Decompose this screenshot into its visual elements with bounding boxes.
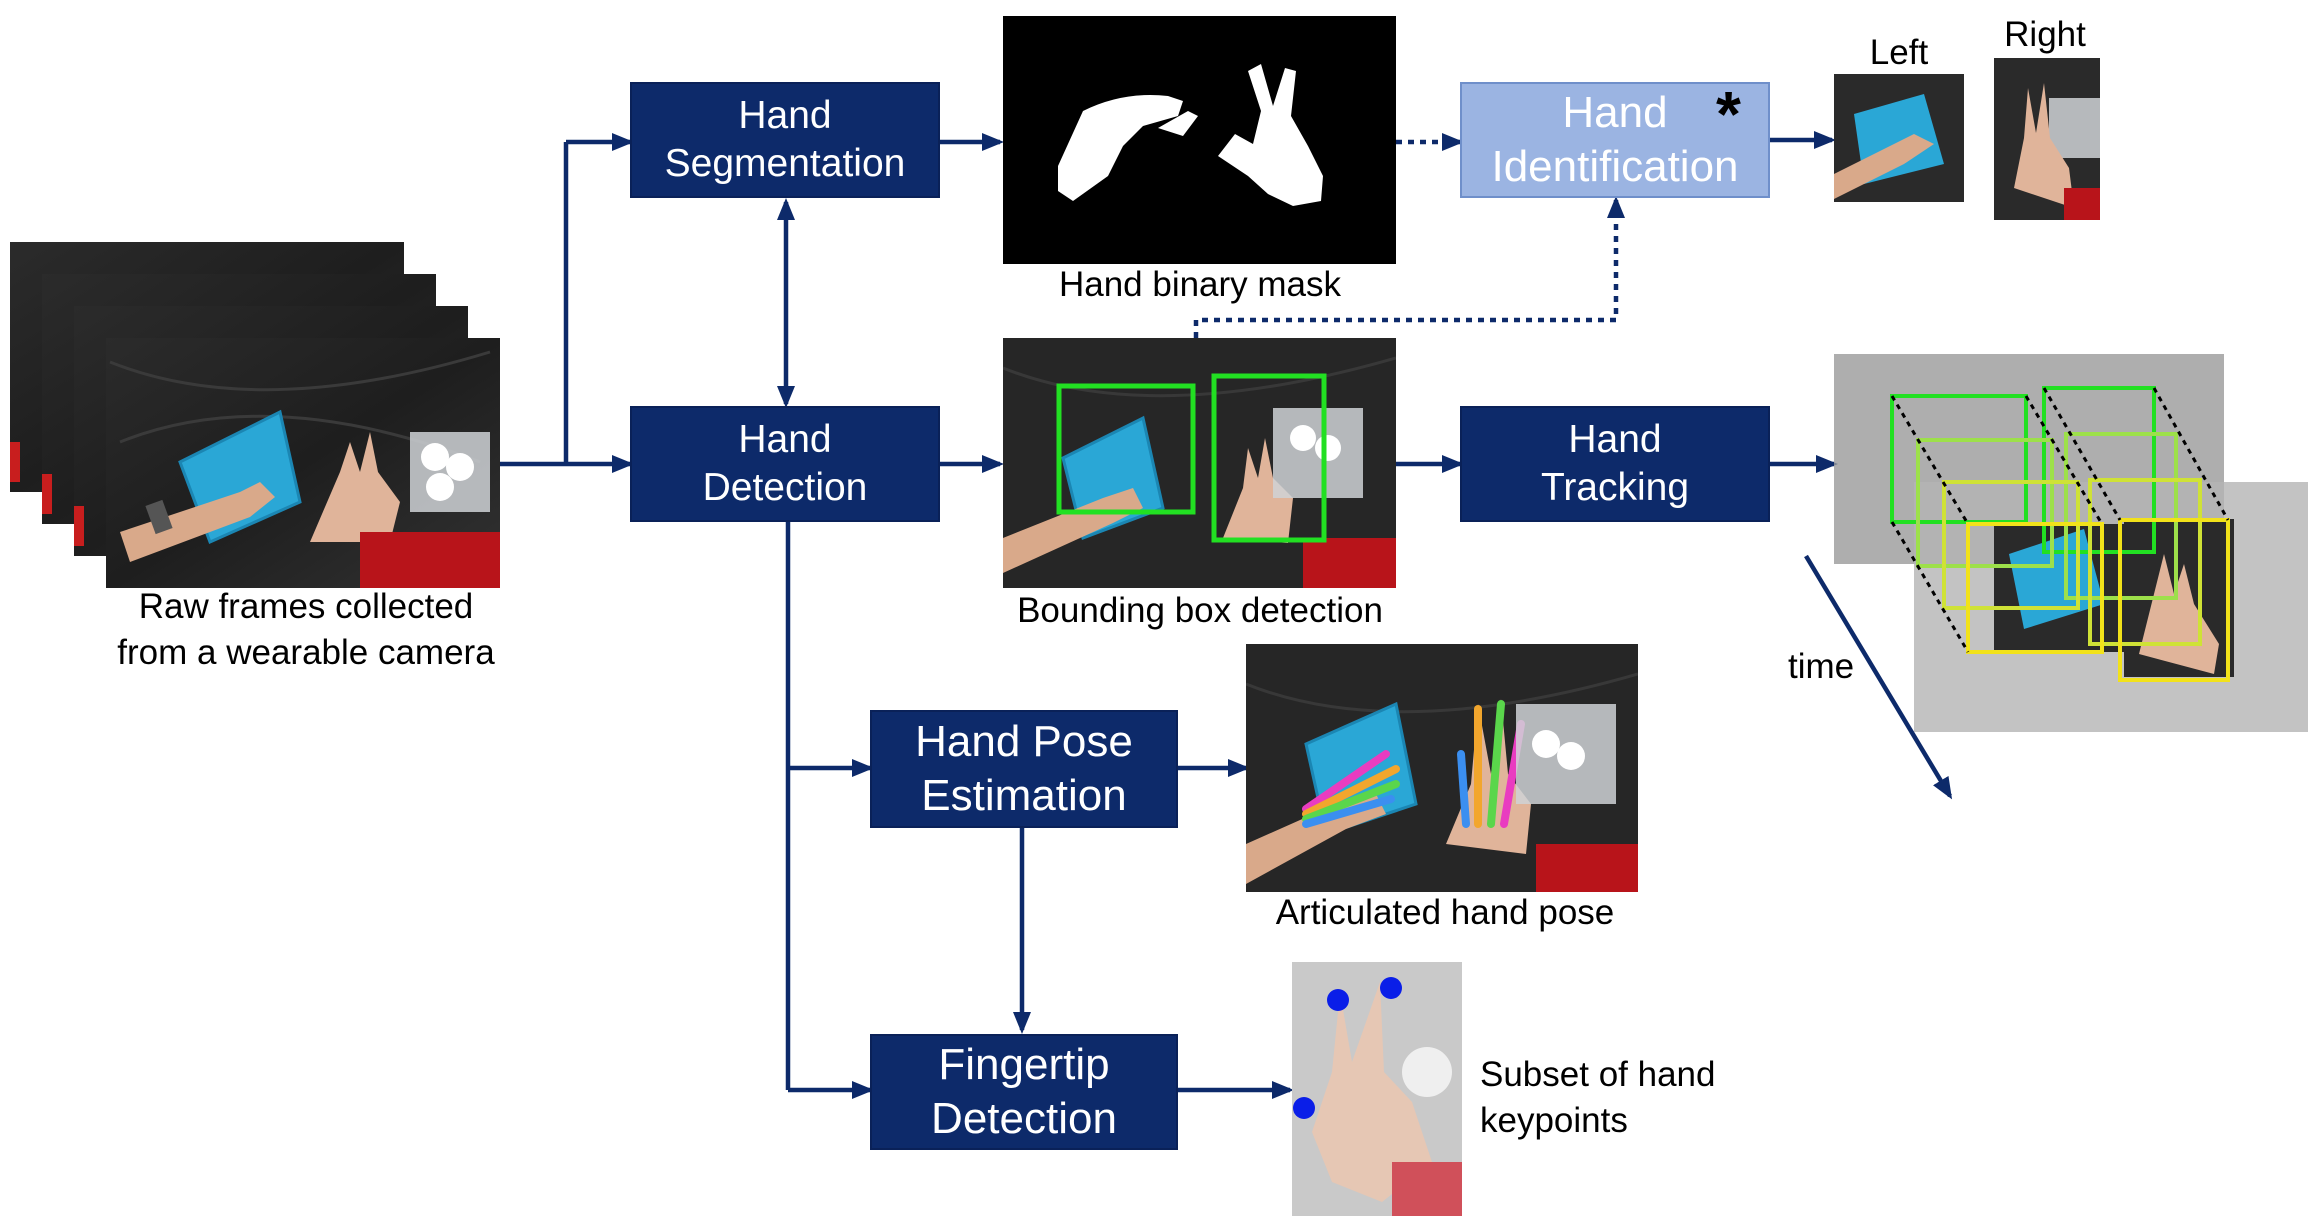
hand-pose-line-2: Estimation: [921, 771, 1127, 820]
tracking-volume-image: [1834, 354, 2308, 732]
caption-raw-frames-line-1: Raw frames collected: [138, 587, 474, 626]
hand-thumbnail-right: [1994, 58, 2100, 220]
asterisk-mark: *: [1716, 78, 1741, 150]
hand-tracking-box: Hand Tracking: [1460, 406, 1770, 522]
bbox-detection-image: [1003, 338, 1396, 588]
fingertip-detection-box: Fingertip Detection: [870, 1034, 1178, 1150]
frame-front: [106, 338, 500, 588]
hand-detection-line-1: Hand: [738, 418, 832, 462]
hand-pose-estimation-box: Hand Pose Estimation: [870, 710, 1178, 828]
caption-raw-frames-line-2: from a wearable camera: [117, 632, 495, 672]
hand-tracking-line-2: Tracking: [1540, 466, 1690, 509]
hand-thumbnail-left: [1834, 74, 1964, 202]
caption-bbox-detection: Bounding box detection: [1017, 591, 1383, 630]
hand-segmentation-box: Hand Segmentation: [630, 82, 940, 198]
hand-segmentation-line-1: Hand: [738, 94, 832, 138]
fingertip-line-1: Fingertip: [938, 1040, 1110, 1090]
binary-mask-image: [1003, 16, 1396, 264]
caption-keypoints-line-1: Subset of hand: [1480, 1055, 1716, 1094]
keypoint-dot: [1327, 989, 1349, 1011]
label-right: Right: [2004, 15, 2086, 54]
keypoint-dot: [1380, 977, 1402, 999]
caption-keypoints: Subset of hand keypoints: [1480, 1052, 1715, 1143]
hand-detection-box: Hand Detection: [630, 406, 940, 522]
caption-raw-frames: Raw frames collected from a wearable cam…: [96, 584, 516, 675]
hand-identification-line-2: Identification: [1491, 142, 1739, 191]
photo-frame-stack: [10, 242, 500, 588]
time-arrow: [1804, 554, 1953, 800]
hand-detection-line-2: Detection: [702, 466, 868, 509]
keypoints-image: [1292, 962, 1462, 1216]
hand-segmentation-line-2: Segmentation: [664, 142, 906, 185]
caption-articulated-pose: Articulated hand pose: [1275, 893, 1615, 932]
arrow-bbox-ident: [1193, 196, 1625, 338]
caption-binary-mask: Hand binary mask: [1058, 265, 1342, 304]
caption-keypoints-line-2: keypoints: [1480, 1100, 1628, 1140]
bounding-box-left: [1056, 383, 1196, 515]
keypoint-dot: [1293, 1097, 1315, 1119]
label-time: time: [1788, 647, 1855, 686]
label-left: Left: [1869, 33, 1929, 72]
hand-identification-box: Hand Identification: [1460, 82, 1770, 198]
fingertip-line-2: Detection: [931, 1094, 1117, 1143]
articulated-pose-image: [1246, 644, 1638, 892]
hand-tracking-line-1: Hand: [1568, 418, 1662, 462]
hand-identification-line-1: Hand: [1562, 88, 1668, 138]
bounding-box-right: [1211, 373, 1327, 543]
bounding-box-track: [1890, 386, 2230, 682]
hand-pose-line-1: Hand Pose: [915, 717, 1133, 767]
